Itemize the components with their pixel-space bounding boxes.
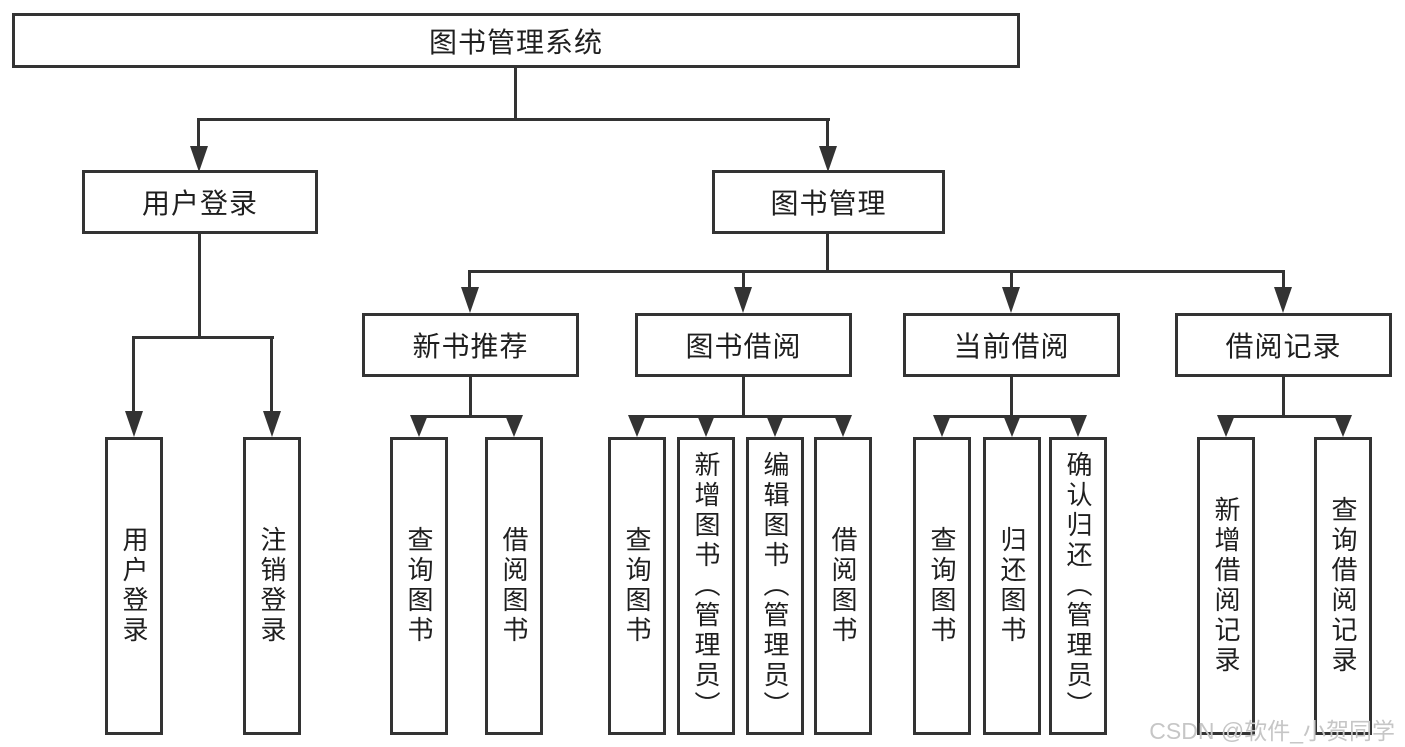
leaf-borrowing-borrow-books: 借阅图书: [814, 437, 872, 735]
arrowhead-rec-query-books: [410, 415, 428, 437]
connector-recommend-bar: [418, 415, 516, 418]
arrowhead-user-login: [190, 146, 208, 172]
arrowhead-bb-query-books: [628, 415, 646, 437]
csdn-watermark: CSDN @软件_小贺同学: [1149, 718, 1395, 744]
arrowhead-cb-return-books: [1003, 415, 1021, 437]
node-book-borrowing: 图书借阅: [635, 313, 852, 377]
node-library-system: 图书管理系统: [12, 13, 1020, 68]
connector-records-stem: [1282, 377, 1285, 418]
leaf-current-query-books: 查询图书: [913, 437, 971, 735]
arrowhead-cb-query-books: [933, 415, 951, 437]
arrowhead-br-query-record: [1334, 415, 1352, 437]
arrowhead-book-borrowing: [734, 287, 752, 313]
connector-userlogin-bar: [132, 336, 274, 339]
arrowhead-cb-confirm-return: [1069, 415, 1087, 437]
connector-drop-borrow-records: [1282, 270, 1285, 289]
connector-drop-leaf-user-login: [132, 336, 135, 413]
leaf-user-login: 用户登录: [105, 437, 163, 735]
leaf-records-add-record: 新增借阅记录: [1197, 437, 1255, 735]
arrowhead-leaf-user-login: [125, 411, 143, 437]
leaf-borrowing-edit-books-admin: 编辑图书（管理员）: [746, 437, 804, 735]
arrowhead-bb-edit-books: [766, 415, 784, 437]
connector-drop-current-borrowing: [1010, 270, 1013, 289]
node-user-login: 用户登录: [82, 170, 318, 234]
connector-drop-leaf-logout: [270, 336, 273, 413]
connector-borrowing-stem: [742, 377, 745, 418]
node-book-management: 图书管理: [712, 170, 945, 234]
leaf-recommend-query-books: 查询图书: [390, 437, 448, 735]
connector-root-bar: [198, 118, 830, 121]
connector-bookmgmt-stem: [826, 234, 829, 273]
arrowhead-new-book-recommend: [461, 287, 479, 313]
leaf-records-query-record: 查询借阅记录: [1314, 437, 1372, 735]
connector-bookmgmt-bar: [468, 270, 1285, 273]
leaf-logout: 注销登录: [243, 437, 301, 735]
connector-drop-book-borrowing: [742, 270, 745, 289]
connector-borrowing-bar: [636, 415, 845, 418]
connector-records-bar: [1225, 415, 1345, 418]
arrowhead-bb-borrow-books: [834, 415, 852, 437]
connector-recommend-stem: [469, 377, 472, 418]
leaf-current-return-books: 归还图书: [983, 437, 1041, 735]
leaf-recommend-borrow-books: 借阅图书: [485, 437, 543, 735]
arrowhead-rec-borrow-books: [505, 415, 523, 437]
connector-drop-book-management: [826, 118, 829, 150]
connector-drop-user-login: [197, 118, 200, 150]
arrowhead-book-management: [819, 146, 837, 172]
arrowhead-br-add-record: [1217, 415, 1235, 437]
connector-root-stem: [514, 68, 517, 121]
connector-drop-new-book-recommend: [468, 270, 471, 289]
connector-userlogin-stem: [198, 234, 201, 339]
node-new-book-recommend: 新书推荐: [362, 313, 579, 377]
leaf-borrowing-add-books-admin: 新增图书（管理员）: [677, 437, 735, 735]
arrowhead-bb-add-books: [697, 415, 715, 437]
node-borrow-records: 借阅记录: [1175, 313, 1392, 377]
arrowhead-current-borrowing: [1002, 287, 1020, 313]
arrowhead-borrow-records: [1274, 287, 1292, 313]
leaf-borrowing-query-books: 查询图书: [608, 437, 666, 735]
node-current-borrowing: 当前借阅: [903, 313, 1120, 377]
connector-current-stem: [1010, 377, 1013, 418]
arrowhead-leaf-logout: [263, 411, 281, 437]
leaf-current-confirm-return-admin: 确认归还（管理员）: [1049, 437, 1107, 735]
